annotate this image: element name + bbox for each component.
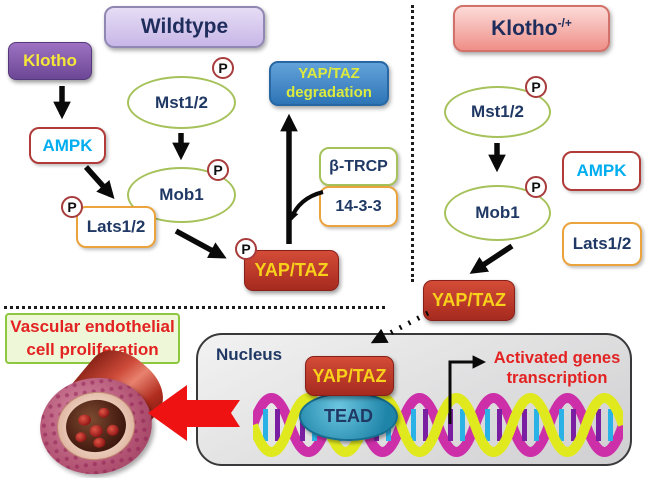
phospho-badge-mob1-wildtype: P: [207, 159, 229, 181]
phospho-badge-yaptaz-wildtype: P: [235, 238, 257, 260]
phospho-badge-mob1-klotho-het: P: [525, 176, 547, 198]
phospho-badge-mst12-wildtype: P: [212, 57, 234, 79]
klotho-het-header-label: Klotho-/+: [491, 15, 572, 40]
vascular-outcome-box: Vascular endothelial cell proliferation: [5, 313, 180, 364]
activated-genes-text: Activated genes transcription: [493, 349, 621, 387]
red-blood-cell: [75, 431, 88, 444]
wildtype-header-label: Wildtype: [140, 15, 229, 38]
node-klotho: Klotho: [8, 42, 92, 80]
node-ampk-klotho-het: AMPK: [562, 151, 641, 191]
node-lats12-klotho-het: Lats1/2: [562, 222, 642, 266]
node-mst12-wildtype: Mst1/2: [127, 76, 236, 129]
nucleus-label: Nucleus: [216, 345, 283, 364]
node-yaptaz-wildtype: YAP/TAZ: [244, 250, 339, 291]
node-btrcp: β-TRCP: [319, 147, 398, 186]
panel-header-wildtype: Wildtype: [104, 6, 265, 48]
node-lats12-wildtype: Lats1/2: [76, 206, 156, 248]
nucleus-panel: Nucleus TEAD YAP/TAZ Activated genes tra…: [196, 333, 632, 466]
phospho-badge-lats12-wildtype: P: [61, 196, 83, 218]
red-blood-cell: [97, 407, 110, 419]
node-ampk-wildtype: AMPK: [29, 127, 106, 164]
red-blood-cell: [88, 424, 104, 438]
node-yaptaz-nucleus: YAP/TAZ: [305, 356, 394, 396]
node-mob1-klotho-het: Mob1: [444, 185, 551, 241]
node-tead: TEAD: [299, 392, 398, 441]
red-blood-cell: [77, 413, 92, 426]
node-yaptaz-degradation: YAP/TAZ degradation: [269, 61, 389, 106]
red-blood-cell: [105, 424, 120, 437]
panel-header-klotho-het: Klotho-/+: [453, 5, 610, 52]
phospho-badge-mst12-klotho-het: P: [525, 76, 547, 98]
node-14-3-3: 14-3-3: [319, 186, 398, 227]
divider-horizontal-dotted: [4, 306, 385, 309]
node-mst12-klotho-het: Mst1/2: [444, 86, 551, 138]
divider-vertical-dotted: [411, 5, 414, 282]
arrow-lats12-to-yaptaz: [174, 228, 227, 259]
red-blood-cell: [92, 437, 107, 449]
arrow-mob1-to-yaptaz-klotho-het: [469, 243, 514, 274]
node-yaptaz-klotho-het: YAP/TAZ: [423, 280, 515, 321]
arrow-ampk-to-lats12: [83, 165, 115, 199]
